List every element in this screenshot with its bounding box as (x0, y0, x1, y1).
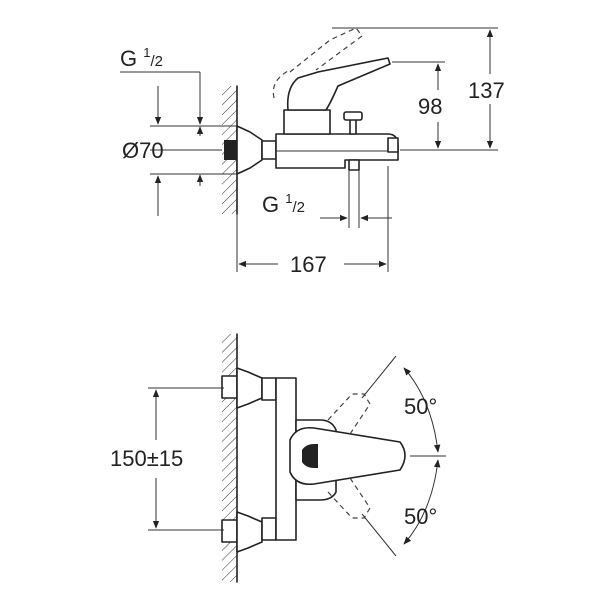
height-137-label: 137 (468, 78, 505, 103)
lever-handle-plan (289, 426, 406, 486)
diverter-knob (343, 111, 363, 121)
lever-swing-dashed (272, 69, 291, 99)
nut-upper (261, 377, 277, 401)
mixer-body-plan (275, 377, 297, 541)
rosette-upper (236, 367, 263, 409)
eccentric-connector (224, 140, 237, 160)
eccentric-lower (221, 519, 238, 543)
spout-outlet (387, 137, 399, 153)
lever-swing-lower-dashed (327, 477, 371, 519)
height-98-label: 98 (418, 94, 442, 119)
lever-raised-dashed (289, 27, 363, 73)
lever-swing-upper-dashed (327, 393, 371, 435)
union-nut (261, 140, 277, 160)
lever-handle (286, 57, 391, 111)
angle-ray-lower (361, 513, 397, 557)
diameter-label: Ø70 (122, 138, 164, 163)
cartridge-housing (283, 109, 331, 135)
wall-rosette-top (236, 125, 263, 175)
spacing-label: 150±15 (110, 446, 183, 471)
thread-top-label: G 1/2 (120, 45, 163, 71)
angle-lower-label: 50° (404, 504, 437, 529)
eccentric-upper (221, 375, 238, 399)
angle-upper-label: 50° (404, 394, 437, 419)
thread-bottom-label: G 1/2 (262, 191, 305, 217)
nut-lower (261, 517, 277, 541)
lever-grip-plan (302, 444, 318, 468)
shower-outlet (348, 159, 360, 171)
side-view: G 1/2 Ø70 98 137 G 1/2 (120, 27, 505, 277)
depth-167-label: 167 (290, 252, 327, 277)
angle-ray-upper (361, 355, 397, 399)
angle-arc-lower (403, 459, 441, 545)
plan-view: 50° 50° 150±15 (110, 333, 446, 583)
angle-arc-upper (403, 367, 441, 453)
rosette-lower (236, 511, 263, 553)
wall-hatch-bottom (222, 334, 237, 582)
